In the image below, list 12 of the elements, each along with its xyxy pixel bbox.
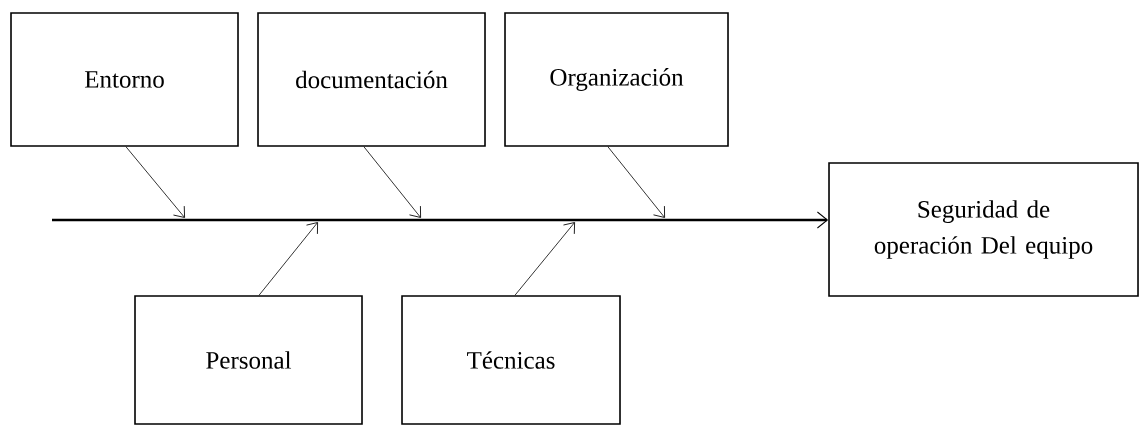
arrow: [514, 222, 575, 296]
arrow: [52, 211, 828, 229]
effect-box: Seguridad de operación Del equipo: [828, 162, 1139, 297]
cause-box: Personal: [134, 295, 363, 425]
arrow: [125, 146, 185, 218]
cause-box: documentación: [257, 12, 486, 147]
arrow: [258, 222, 318, 296]
arrow: [363, 146, 421, 218]
cause-box: Entorno: [10, 12, 239, 147]
cause-box: Técnicas: [401, 295, 621, 425]
arrow: [607, 146, 665, 218]
cause-box: Organización: [504, 12, 729, 147]
